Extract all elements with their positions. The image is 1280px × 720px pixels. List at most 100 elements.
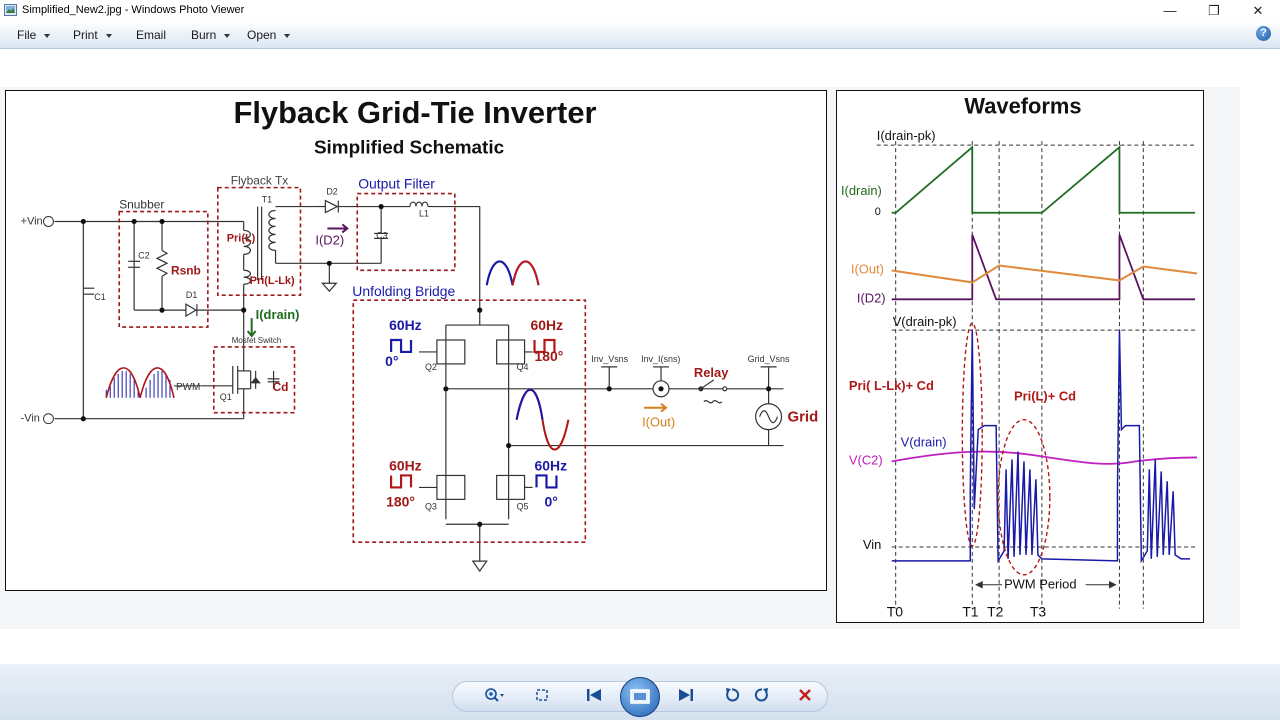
chevron-down-icon (44, 33, 51, 38)
id2-trace (891, 234, 1196, 301)
schematic-nodes (80, 203, 772, 527)
vin-pos-label: +Vin (21, 215, 43, 227)
pri-l-cd-ellipse (997, 418, 1051, 576)
menu-burn-label: Burn (191, 28, 217, 42)
i-d2-label: I(D2) (315, 232, 344, 247)
pwm-signal-glyph (105, 367, 202, 398)
phase-q2-label: 0° (385, 353, 398, 369)
pri-l-label: Pri(L) (227, 232, 256, 244)
actual-size-button[interactable] (532, 686, 552, 706)
idrain-trace (891, 145, 1196, 214)
menu-email[interactable]: Email (136, 27, 166, 43)
t3-label: T3 (1030, 604, 1046, 620)
schematic-wires (54, 199, 784, 573)
grid-label: Grid (788, 409, 819, 426)
q5-label: Q5 (517, 501, 529, 511)
freq-q5-label: 60Hz (535, 457, 568, 473)
pri-l-cd-label: Pri(L)+ Cd (1014, 389, 1076, 404)
delete-icon (799, 689, 811, 701)
restore-button[interactable]: ❐ (1192, 0, 1236, 22)
schematic-dashed-boxes (118, 186, 587, 543)
vdrain-pk-label: V(drain-pk) (893, 314, 957, 329)
pwm-label: PWM (176, 382, 200, 393)
freq-q2-label: 60Hz (389, 317, 422, 333)
phase-q3-label: 180° (386, 493, 415, 509)
menu-email-label: Email (136, 28, 167, 42)
rotate-clockwise-button[interactable] (752, 686, 772, 706)
zoom-button[interactable] (480, 686, 508, 706)
vc2-label: V(C2) (849, 452, 883, 467)
c2-label: C2 (138, 250, 149, 260)
vc2-trace (891, 450, 1198, 465)
restore-icon: ❐ (1208, 3, 1220, 18)
slideshow-icon (630, 689, 650, 704)
menu-print-label: Print (73, 28, 98, 42)
rotate-counterclockwise-button[interactable] (722, 686, 742, 706)
rotate-clockwise-icon (754, 688, 768, 702)
menu-file-label: File (17, 28, 37, 42)
menu-file[interactable]: File (17, 27, 51, 43)
t1-label: T1 (262, 195, 272, 205)
vdrain-trace (891, 330, 1191, 564)
delete-button[interactable] (794, 686, 816, 706)
vin-neg-terminal (42, 413, 54, 425)
slideshow-button[interactable] (620, 677, 660, 717)
photo-viewer-icon (4, 4, 17, 16)
phase-q4-label: 180° (535, 348, 564, 364)
d2-label: D2 (326, 187, 337, 197)
next-icon (679, 689, 693, 701)
minimize-button[interactable]: — (1148, 0, 1192, 22)
menu-bar: File Print Email Burn Open (0, 22, 1280, 49)
q1-label: Q1 (220, 392, 232, 402)
current-arrows (246, 223, 668, 413)
next-button[interactable] (674, 686, 698, 706)
pri-llk-label: Pri(L-Lk) (250, 275, 295, 287)
help-glyph: ? (1260, 27, 1267, 39)
i-out-label: I(Out) (642, 415, 675, 430)
pwm-period-label: PWM Period (1004, 577, 1076, 592)
idrain-label: I(drain) (841, 183, 882, 198)
waveform-diagram: Waveforms I(drain-pk) I(drain) 0 I(Out) … (836, 90, 1204, 623)
pri-llk-cd-label: Pri( L-Lk)+ Cd (849, 378, 934, 393)
c3-label: C3 (376, 230, 387, 240)
vin-neg-label: -Vin (21, 413, 40, 425)
chevron-down-icon (224, 33, 231, 38)
close-icon: ✕ (1252, 3, 1264, 18)
previous-button[interactable] (582, 686, 606, 706)
menu-open-label: Open (247, 28, 277, 42)
id2-label: I(D2) (857, 290, 886, 305)
waveforms-title: Waveforms (964, 93, 1081, 118)
inv-isns-label: Inv_I(sns) (641, 354, 680, 364)
c1-label: C1 (94, 292, 105, 302)
square-wave-glyphs (390, 338, 558, 489)
unfolding-bridge-label: Unfolding Bridge (352, 283, 455, 299)
d1-label: D1 (186, 290, 197, 300)
schematic-title: Flyback Grid-Tie Inverter (233, 95, 596, 130)
vin-label: Vin (863, 537, 881, 552)
inv-vsns-label: Inv_Vsns (591, 354, 628, 364)
chevron-down-icon (284, 33, 291, 38)
chevron-down-icon (105, 33, 112, 38)
rotate-counterclockwise-icon (726, 688, 740, 702)
flyback-tx-label: Flyback Tx (231, 174, 289, 188)
output-filter-label: Output Filter (358, 176, 435, 192)
help-icon[interactable]: ? (1256, 26, 1271, 41)
vdrain-label: V(drain) (901, 435, 947, 450)
t0-label: T0 (887, 604, 903, 620)
iout-label: I(Out) (851, 261, 884, 276)
close-button[interactable]: ✕ (1236, 0, 1280, 22)
menu-print[interactable]: Print (73, 27, 112, 43)
menu-burn[interactable]: Burn (191, 27, 231, 43)
freq-q3-label: 60Hz (389, 457, 422, 473)
rsnb-label: Rsnb (171, 263, 201, 277)
pwm-period-arrow (975, 580, 1117, 589)
actual-size-icon (536, 689, 548, 701)
idrain-pk-label: I(drain-pk) (877, 128, 936, 143)
menu-open[interactable]: Open (247, 27, 291, 43)
mosfet-switch-label: Mosfet Switch (232, 336, 282, 345)
q2-label: Q2 (425, 362, 437, 372)
zero-label: 0 (875, 206, 881, 218)
cd-label: Cd (273, 380, 289, 394)
q4-label: Q4 (517, 362, 529, 372)
q3-label: Q3 (425, 501, 437, 511)
